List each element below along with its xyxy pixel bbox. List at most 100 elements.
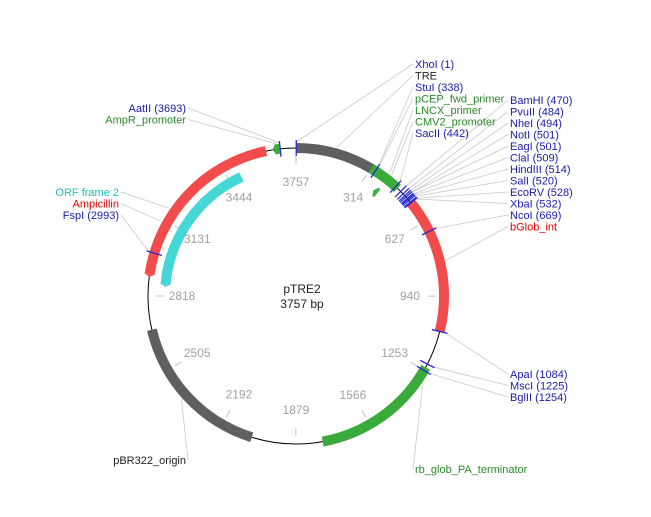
label-leaders xyxy=(120,63,509,470)
feature-label: CMV2_promoter xyxy=(415,117,496,129)
feature-label: ClaI (509) xyxy=(510,153,558,165)
site-tick xyxy=(416,365,432,375)
tick-label: 3131 xyxy=(184,232,211,246)
label-leader xyxy=(407,111,509,191)
feature-label: TRE xyxy=(415,71,437,83)
feature-label: EagI (501) xyxy=(510,141,561,153)
site-tick xyxy=(146,250,163,257)
label-leader xyxy=(413,180,509,198)
site-tick xyxy=(394,185,407,198)
label-leader xyxy=(412,168,509,196)
feature-arrowhead xyxy=(143,272,156,277)
site-tick xyxy=(421,227,437,236)
label-leader xyxy=(445,226,509,261)
label-leader xyxy=(410,145,509,194)
feature-label: FspI (2993) xyxy=(63,210,119,222)
label-leader xyxy=(336,75,414,148)
feature-arc xyxy=(144,146,268,275)
label-leader xyxy=(409,122,509,192)
feature-arcs xyxy=(143,143,449,447)
label-leader xyxy=(411,157,509,195)
feature-label: HindIII (514) xyxy=(510,164,571,176)
tick-label: 1566 xyxy=(340,388,367,402)
label-leader xyxy=(296,63,414,143)
feature-label: SalI (520) xyxy=(510,176,558,188)
feature-label: XbaI (532) xyxy=(510,199,561,211)
feature-arc xyxy=(321,364,431,447)
tick-labels: 3757314627940125315661879219225052818313… xyxy=(169,175,421,417)
site-tick xyxy=(278,140,282,157)
label-leader xyxy=(378,98,414,167)
restriction-site-ticks xyxy=(146,139,448,375)
feature-arc xyxy=(372,188,381,198)
label-leader xyxy=(415,198,509,204)
label-leader xyxy=(414,191,509,199)
feature-arc xyxy=(406,199,449,333)
plasmid-name: pTRE2 xyxy=(283,282,321,296)
label-leader xyxy=(187,119,276,144)
label-leader xyxy=(412,383,424,470)
site-tick xyxy=(370,163,381,179)
site-tick xyxy=(402,194,416,207)
site-tick xyxy=(420,359,435,369)
label-leader xyxy=(187,107,280,144)
feature-label: XhoI (1) xyxy=(415,59,454,71)
site-tick xyxy=(396,187,410,200)
feature-label: pCEP_fwd_primer xyxy=(415,94,505,106)
tick-label: 1879 xyxy=(283,403,310,417)
site-tick xyxy=(399,191,413,203)
tick-line xyxy=(409,361,418,367)
site-tick xyxy=(401,193,415,206)
label-leader xyxy=(378,86,414,167)
feature-label: rb_glob_PA_terminator xyxy=(415,464,528,476)
site-tick xyxy=(403,196,417,208)
feature-label: EcoRV (528) xyxy=(510,187,573,199)
tick-line xyxy=(225,410,231,418)
site-tick xyxy=(404,197,418,209)
tick-label: 2505 xyxy=(184,346,211,360)
tick-label: 3757 xyxy=(283,175,310,189)
tick-label: 627 xyxy=(385,232,405,246)
feature-arc xyxy=(295,143,375,174)
label-leader xyxy=(445,332,509,375)
feature-arc xyxy=(160,172,244,285)
label-leader xyxy=(389,109,414,174)
tick-label: 940 xyxy=(400,289,420,303)
feature-label: NotI (501) xyxy=(510,130,559,142)
plasmid-length: 3757 bp xyxy=(280,297,324,311)
feature-label: NcoI (669) xyxy=(510,210,561,222)
feature-label: AmpR_promoter xyxy=(105,115,186,127)
site-tick xyxy=(431,328,448,335)
label-leader xyxy=(120,214,149,252)
feature-label: pBR322_origin xyxy=(113,455,186,467)
site-tick xyxy=(400,192,414,205)
feature-label: Ampicillin xyxy=(73,199,119,211)
tick-label: 1253 xyxy=(381,346,408,360)
feature-arc xyxy=(368,164,401,193)
label-leader xyxy=(391,121,414,176)
feature-label: MscI (1225) xyxy=(510,381,568,393)
feature-arrowhead xyxy=(272,143,277,156)
site-tick xyxy=(398,189,412,202)
label-leader xyxy=(399,132,414,183)
label-leader xyxy=(429,372,509,398)
tick-line xyxy=(361,410,367,418)
feature-label: SacII (442) xyxy=(415,128,469,140)
feature-arrowhead xyxy=(159,283,172,287)
feature-label: AatII (3693) xyxy=(129,103,186,115)
feature-arrowhead xyxy=(372,187,380,197)
feature-label: StuI (338) xyxy=(415,82,463,94)
label-leader xyxy=(120,191,170,209)
tick-line xyxy=(174,361,182,367)
label-leader xyxy=(434,214,509,230)
tick-label: 3444 xyxy=(226,190,253,204)
tick-line xyxy=(410,225,418,231)
tick-label: 314 xyxy=(343,190,363,204)
feature-label: ApaI (1084) xyxy=(510,369,567,381)
tick-line xyxy=(361,174,367,183)
label-leader xyxy=(120,203,162,222)
tick-label: 2818 xyxy=(169,289,196,303)
label-leader xyxy=(432,366,509,386)
